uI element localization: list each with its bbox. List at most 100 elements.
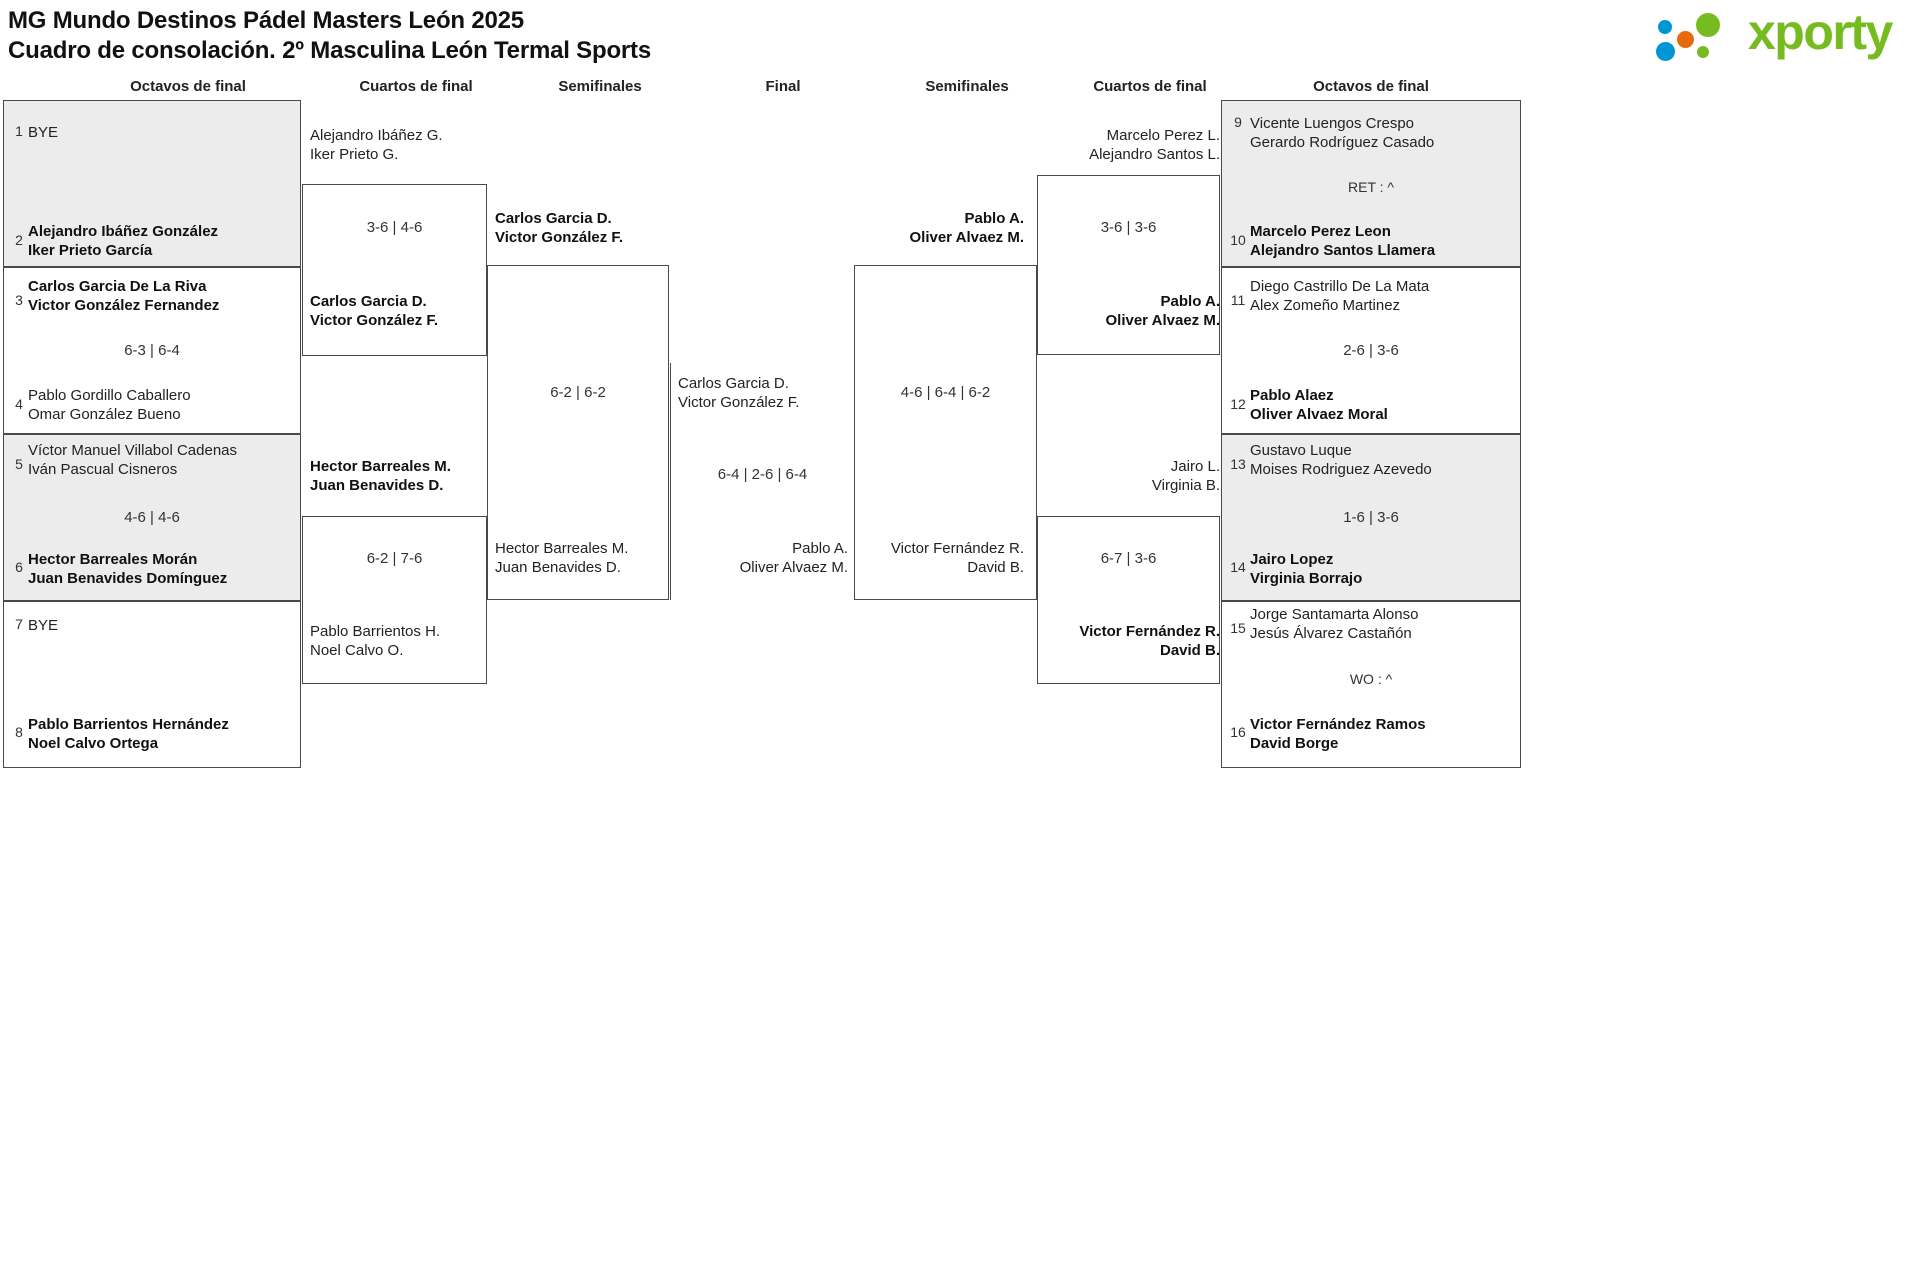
match-score-left-r16-3: 4-6 | 4-6 bbox=[124, 509, 180, 526]
player-line-1: Víctor Manuel Villabol Cadenas bbox=[28, 442, 238, 459]
player-line-1: Carlos Garcia D. bbox=[678, 375, 789, 392]
player-line-1: Pablo Barrientos H. bbox=[310, 623, 441, 640]
player-names-left-sf-2: Hector Barreales M. Juan Benavides D. bbox=[495, 539, 628, 577]
player-names-right-qf-2: Pablo A. Oliver Alvaez M. bbox=[1037, 292, 1221, 330]
player-line-1: Diego Castrillo De La Mata bbox=[1250, 278, 1430, 295]
logo-dots-icon bbox=[1656, 12, 1744, 61]
match-slot-left-r16-1[interactable] bbox=[3, 100, 301, 267]
match-slot-right-qf-1[interactable] bbox=[1037, 175, 1220, 355]
player-line-1: Pablo A. bbox=[792, 540, 848, 557]
player-line-1: Gustavo Luque bbox=[1250, 442, 1352, 459]
player-line-1: Pablo A. bbox=[1160, 293, 1220, 310]
seed-number-16: 16 bbox=[1230, 724, 1246, 740]
player-line-1: Jorge Santamarta Alonso bbox=[1250, 606, 1419, 623]
player-line-1: Victor Fernández R. bbox=[890, 540, 1024, 557]
match-slot-right-r16-3[interactable] bbox=[1221, 434, 1521, 601]
match-slot-right-qf-2[interactable] bbox=[1037, 516, 1220, 684]
player-names-left-sf-1: Carlos Garcia D. Victor González F. bbox=[495, 209, 623, 247]
player-line-2: Iker Prieto García bbox=[28, 242, 153, 259]
player-names-right-r16-14: Jairo Lopez Virginia Borrajo bbox=[1250, 550, 1362, 588]
round-header-right-sf: Semifinales bbox=[925, 78, 1009, 95]
player-names-right-qf-1: Marcelo Perez L. Alejandro Santos L. bbox=[1037, 126, 1220, 164]
player-line-2: Gerardo Rodríguez Casado bbox=[1250, 134, 1435, 151]
match-slot-left-r16-3[interactable] bbox=[3, 434, 301, 601]
seed-number-11: 11 bbox=[1230, 292, 1246, 308]
player-line-1: Hector Barreales Morán bbox=[28, 551, 198, 568]
player-line-1: Alejandro Ibáñez González bbox=[28, 223, 219, 240]
tournament-subtitle: Cuadro de consolación. 2º Masculina León… bbox=[8, 37, 651, 64]
player-line-2: Victor González Fernandez bbox=[28, 297, 220, 314]
match-slot-left-sf[interactable] bbox=[487, 265, 669, 600]
match-slot-right-r16-4[interactable] bbox=[1221, 601, 1521, 768]
player-names-left-qf-1: Alejandro Ibáñez G. Iker Prieto G. bbox=[310, 126, 443, 164]
player-line-1: Vicente Luengos Crespo bbox=[1250, 115, 1415, 132]
match-score-right-qf-2: 6-7 | 3-6 bbox=[1100, 550, 1157, 567]
tournament-title: MG Mundo Destinos Pádel Masters León 202… bbox=[8, 7, 524, 34]
match-slot-right-r16-1[interactable] bbox=[1221, 100, 1521, 267]
match-score-final: 6-4 | 2-6 | 6-4 bbox=[717, 466, 808, 483]
player-line-1: Marcelo Perez L. bbox=[1106, 127, 1220, 144]
player-line-2: Iker Prieto G. bbox=[310, 146, 399, 163]
player-line-2: Juan Benavides D. bbox=[310, 477, 444, 494]
player-names-right-r16-15: Jorge Santamarta Alonso Jesús Álvarez Ca… bbox=[1250, 605, 1418, 643]
player-names-left-r16-2: Alejandro Ibáñez González Iker Prieto Ga… bbox=[28, 222, 218, 260]
match-slot-left-r16-4[interactable] bbox=[3, 601, 301, 768]
player-names-right-r16-16: Victor Fernández Ramos David Borge bbox=[1250, 715, 1426, 753]
player-line-2: Oliver Alvaez Moral bbox=[1250, 406, 1388, 423]
seed-number-12: 12 bbox=[1230, 396, 1246, 412]
player-names-left-r16-4: Pablo Gordillo Caballero Omar González B… bbox=[28, 386, 191, 424]
match-slot-left-qf-1[interactable] bbox=[302, 184, 487, 356]
round-header-final: Final bbox=[765, 78, 801, 95]
player-line-1: Pablo Gordillo Caballero bbox=[28, 387, 191, 404]
match-score-right-qf-1: 3-6 | 3-6 bbox=[1100, 219, 1157, 236]
player-line-1: Jairo L. bbox=[1170, 458, 1220, 475]
player-line-1: Carlos Garcia D. bbox=[310, 293, 427, 310]
match-note-right-r16-1: RET : ^ bbox=[1348, 179, 1394, 195]
seed-number-13: 13 bbox=[1230, 456, 1246, 472]
player-line-2: Oliver Alvaez M. bbox=[739, 559, 848, 576]
player-line-2: Alejandro Santos L. bbox=[1089, 146, 1220, 163]
seed-number-9: 9 bbox=[1234, 114, 1242, 130]
player-line-1: BYE bbox=[28, 124, 59, 141]
seed-number-1: 1 bbox=[15, 123, 23, 139]
player-names-left-r16-3: Carlos Garcia De La Riva Victor González… bbox=[28, 277, 219, 315]
player-names-right-r16-10: Marcelo Perez Leon Alejandro Santos Llam… bbox=[1250, 222, 1435, 260]
match-score-right-r16-2: 2-6 | 3-6 bbox=[1343, 342, 1399, 359]
player-names-left-r16-7: BYE bbox=[28, 616, 58, 635]
match-slot-left-r16-2[interactable] bbox=[3, 267, 301, 434]
player-names-final-right: Pablo A. Oliver Alvaez M. bbox=[670, 539, 848, 577]
player-line-1: Victor Fernández Ramos bbox=[1250, 716, 1426, 733]
seed-number-2: 2 bbox=[15, 232, 23, 248]
seed-number-6: 6 bbox=[15, 559, 23, 575]
player-line-1: BYE bbox=[28, 617, 59, 634]
match-score-left-r16-2: 6-3 | 6-4 bbox=[124, 342, 180, 359]
player-names-right-sf-1: Pablo A. Oliver Alvaez M. bbox=[854, 209, 1025, 247]
seed-number-3: 3 bbox=[15, 292, 23, 308]
match-slot-left-qf-2[interactable] bbox=[302, 516, 487, 684]
player-line-1: Pablo Alaez bbox=[1250, 387, 1334, 404]
player-line-2: Alex Zomeño Martinez bbox=[1250, 297, 1401, 314]
player-names-right-qf-4: Victor Fernández R. David B. bbox=[1037, 622, 1220, 660]
player-line-1: Hector Barreales M. bbox=[310, 458, 451, 475]
seed-number-5: 5 bbox=[15, 456, 23, 472]
player-line-2: Moises Rodriguez Azevedo bbox=[1250, 461, 1432, 478]
xporty-logo: xporty bbox=[1656, 4, 1904, 64]
match-slot-right-sf[interactable] bbox=[854, 265, 1037, 600]
player-names-right-r16-9: Vicente Luengos Crespo Gerardo Rodríguez… bbox=[1250, 114, 1434, 152]
player-names-left-r16-6: Hector Barreales Morán Juan Benavides Do… bbox=[28, 550, 227, 588]
player-line-1: Alejandro Ibáñez G. bbox=[310, 127, 443, 144]
player-line-2: Juan Benavides Domínguez bbox=[28, 570, 228, 587]
player-line-1: Carlos Garcia D. bbox=[495, 210, 612, 227]
player-names-left-qf-2: Carlos Garcia D. Victor González F. bbox=[310, 292, 438, 330]
player-line-1: Pablo Barrientos Hernández bbox=[28, 716, 229, 733]
match-slot-right-r16-2[interactable] bbox=[1221, 267, 1521, 434]
seed-number-10: 10 bbox=[1230, 232, 1246, 248]
round-header-right-r16: Octavos de final bbox=[1313, 78, 1429, 95]
seed-number-7: 7 bbox=[15, 616, 23, 632]
match-note-right-r16-4: WO : ^ bbox=[1349, 671, 1393, 687]
player-names-right-qf-3: Jairo L. Virginia B. bbox=[1037, 457, 1220, 495]
player-line-2: Noel Calvo O. bbox=[310, 642, 404, 659]
page-title: MG Mundo Destinos Pádel Masters León 202… bbox=[8, 6, 651, 66]
player-line-2: Juan Benavides D. bbox=[495, 559, 621, 576]
round-header-right-qf: Cuartos de final bbox=[1093, 78, 1207, 95]
